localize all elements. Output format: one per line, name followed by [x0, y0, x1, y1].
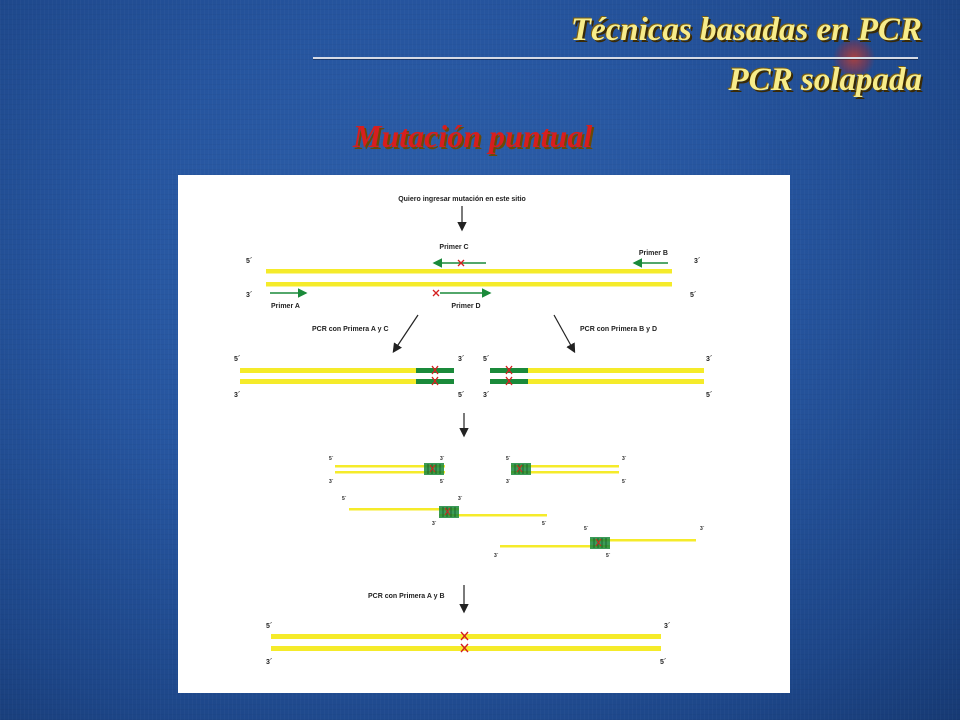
section-heading: Mutación puntual [353, 118, 593, 154]
svg-text:3´: 3´ [458, 496, 463, 502]
end-label: 3´ [483, 392, 490, 399]
mutation-mark [431, 365, 439, 375]
end-label: 5´ [660, 659, 667, 666]
product-bd-bottom [490, 379, 704, 384]
product-ac-top [240, 368, 454, 373]
top-label: Quiero ingresar mutación en este sitio [398, 196, 526, 203]
svg-text:5´: 5´ [606, 553, 611, 559]
slide-subtitle-line: PCR solapada [728, 62, 922, 98]
end-label: 5´ [234, 356, 241, 363]
end-label: 3´ [694, 258, 701, 265]
svg-text:3´: 3´ [700, 526, 705, 532]
down-arrow [553, 314, 576, 354]
svg-text:5´: 5´ [342, 496, 347, 502]
end-label: 5´ [706, 392, 713, 399]
pcr-diagram-svg: Quiero ingresar mutación en este sitio P… [234, 196, 713, 666]
primer-c-label: Primer C [439, 244, 468, 251]
svg-text:3´: 3´ [494, 553, 499, 559]
svg-text:5´: 5´ [542, 521, 547, 527]
end-label: 5´ [266, 623, 273, 630]
end-label: 3´ [458, 356, 465, 363]
denatured-right: 5´ 3´ 3´ 5´ [506, 456, 627, 485]
mutation-mark [432, 289, 440, 297]
pcr-ab-label: PCR con Primera A y B [368, 593, 445, 600]
mutation-mark [457, 259, 465, 267]
end-label: 3´ [706, 356, 713, 363]
mutation-mark [505, 365, 513, 375]
annealed-overlap-2: 5´ 3´ 3´ 5´ [494, 526, 705, 559]
title-divider [313, 57, 918, 59]
svg-text:3´: 3´ [440, 456, 445, 462]
end-label: 3´ [664, 623, 671, 630]
svg-text:5´: 5´ [440, 479, 445, 485]
svg-text:5´: 5´ [506, 456, 511, 462]
end-label: 3´ [246, 292, 253, 299]
template-strand-top [266, 269, 672, 274]
pcr-bd-label: PCR con Primera B y D [580, 326, 657, 333]
svg-text:3´: 3´ [506, 479, 511, 485]
product-bd-top [490, 368, 704, 373]
primer-a-label: Primer A [271, 303, 300, 310]
mutation-mark [505, 376, 513, 386]
slide-title: Técnicas basadas en PCR [570, 12, 922, 48]
down-arrow [392, 314, 419, 353]
end-label: 5´ [483, 356, 490, 363]
annealed-overlap-1: 5´ 3´ 3´ 5´ [342, 496, 547, 527]
mutation-mark [460, 643, 469, 653]
primer-d-label: Primer D [451, 303, 480, 310]
svg-text:3´: 3´ [622, 456, 627, 462]
end-label: 5´ [246, 258, 253, 265]
product-ac-bottom [240, 379, 454, 384]
template-strand-bottom [266, 282, 672, 287]
end-label: 5´ [690, 292, 697, 299]
svg-text:5´: 5´ [622, 479, 627, 485]
svg-text:5´: 5´ [584, 526, 589, 532]
final-strand-bottom [271, 646, 661, 651]
svg-text:3´: 3´ [432, 521, 437, 527]
final-strand-top [271, 634, 661, 639]
svg-text:3´: 3´ [329, 479, 334, 485]
pcr-diagram: Quiero ingresar mutación en este sitio P… [178, 175, 790, 693]
mutation-mark [460, 631, 469, 641]
mutation-mark [431, 376, 439, 386]
svg-text:5´: 5´ [329, 456, 334, 462]
end-label: 5´ [458, 392, 465, 399]
pcr-ac-label: PCR con Primera A y C [312, 326, 389, 333]
end-label: 3´ [234, 392, 241, 399]
denatured-left: 5´ 3´ 3´ 5´ [329, 456, 445, 485]
primer-b-label: Primer B [639, 250, 668, 257]
end-label: 3´ [266, 659, 273, 666]
